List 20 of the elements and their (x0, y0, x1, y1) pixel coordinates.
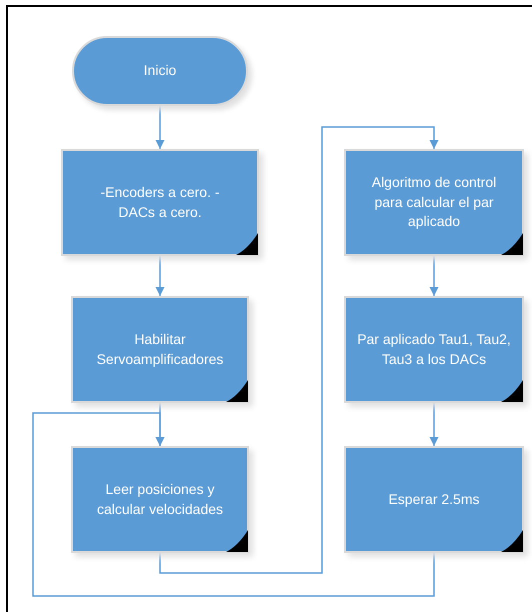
node-label: Habilitar Servoamplificadores (96, 330, 224, 369)
process-box (344, 149, 524, 256)
process-box (344, 446, 524, 553)
node-label: Esperar 2.5ms (387, 490, 481, 509)
node-label: Par aplicado Tau1, Tau2, Tau3 a los DACs (356, 330, 512, 368)
arrow (156, 106, 164, 149)
arrow (159, 126, 438, 574)
process-box (71, 446, 249, 553)
process-box (344, 296, 524, 403)
arrow (156, 256, 164, 296)
arrow (430, 256, 438, 296)
process-box (61, 149, 259, 256)
arrow (32, 412, 435, 597)
node-label: -Encoders a cero. -DACs a cero. (99, 182, 221, 222)
node-label: Algoritmo de control para calcular el par aplicado (370, 173, 498, 232)
node-label: Leer posiciones y calcular velocidades (96, 480, 224, 518)
start-terminal (72, 36, 248, 106)
process-box (71, 296, 249, 403)
arrow (430, 403, 438, 446)
node-label: Inicio (142, 61, 178, 80)
